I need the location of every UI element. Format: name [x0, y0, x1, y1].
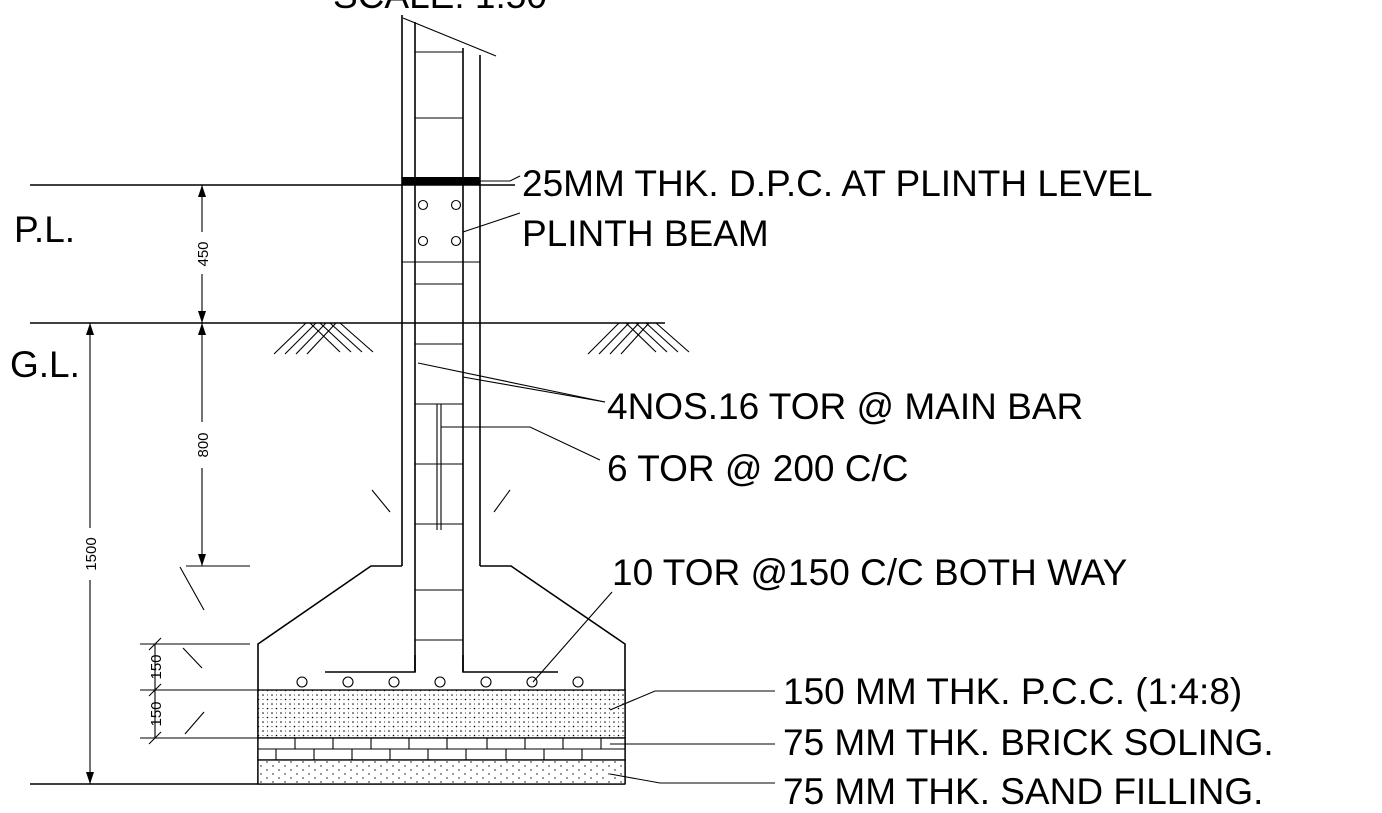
- break-marks: [179, 489, 511, 735]
- brick-soling-callout: 75 MM THK. BRICK SOLING.: [783, 722, 1274, 763]
- dimension-450: 450: [192, 185, 212, 323]
- leader-lines: [417, 175, 775, 784]
- dim-150-upper-label: 150: [148, 654, 165, 679]
- dimension-150-upper: 150: [140, 637, 258, 697]
- brick-wall-above-plinth: [401, 15, 497, 185]
- dpc-layer: [402, 177, 480, 185]
- dim-800-label: 800: [195, 432, 212, 457]
- plinth-beam-bars: [417, 199, 462, 247]
- dimension-800: 800: [186, 323, 250, 567]
- plinth-beam-callout: PLINTH BEAM: [522, 213, 769, 254]
- earth-hatch-left: [273, 322, 374, 355]
- plinth-level-label: P.L.: [14, 209, 75, 250]
- main-bar-callout: 4NOS.16 TOR @ MAIN BAR: [607, 386, 1083, 427]
- brick-soling-layer: [257, 737, 626, 761]
- column-shaft: [401, 185, 481, 672]
- dim-450-label: 450: [195, 241, 212, 266]
- pcc-callout: 150 MM THK. P.C.C. (1:4:8): [783, 671, 1242, 712]
- earth-hatch-right: [587, 322, 690, 355]
- dim-150-lower-label: 150: [148, 701, 165, 726]
- sand-filling-layer: [257, 759, 626, 785]
- sand-filling-callout: 75 MM THK. SAND FILLING.: [783, 771, 1263, 812]
- dim-1500-label: 1500: [83, 537, 100, 570]
- stirrups-callout: 6 TOR @ 200 C/C: [607, 448, 908, 489]
- dimension-1500: 1500: [80, 323, 100, 784]
- footing-bars-callout: 10 TOR @150 C/C BOTH WAY: [612, 552, 1127, 593]
- dpc-callout: 25MM THK. D.P.C. AT PLINTH LEVEL: [522, 163, 1153, 204]
- footing-reinforcement: [296, 655, 584, 688]
- scale-label: SCALE: 1:50: [333, 0, 547, 16]
- ground-level-label: G.L.: [10, 344, 80, 385]
- pcc-layer: [257, 689, 626, 739]
- dimension-150-lower: 150: [140, 690, 258, 745]
